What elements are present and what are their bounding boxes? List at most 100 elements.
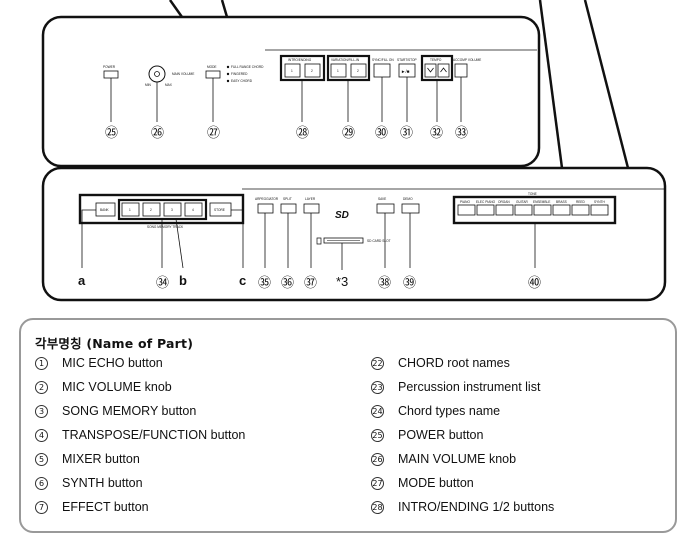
bank-button[interactable] bbox=[95, 202, 116, 217]
arpeggiator-label: ARPEGGIATOR bbox=[255, 197, 279, 201]
chevron-up-icon bbox=[440, 67, 447, 73]
song-memory-label: SONG MEMORY TRACK bbox=[147, 225, 184, 229]
sd-logo: SD bbox=[335, 210, 349, 221]
tone-brass-button[interactable] bbox=[552, 204, 571, 216]
callout-32: ㉜ bbox=[430, 125, 443, 140]
tone-synth-button[interactable] bbox=[590, 204, 609, 216]
demo-button[interactable] bbox=[401, 203, 420, 214]
tempo-down-button[interactable] bbox=[424, 63, 437, 78]
list-item: 26 MAIN VOLUME knob bbox=[371, 447, 554, 471]
variation-2-text: 2 bbox=[357, 69, 359, 73]
tempo-up-button[interactable] bbox=[437, 63, 450, 78]
power-label: POWER bbox=[103, 65, 116, 69]
mode-button[interactable] bbox=[205, 70, 221, 79]
split-button[interactable] bbox=[280, 203, 297, 214]
sync-button[interactable] bbox=[373, 63, 391, 78]
item-text: MODE button bbox=[398, 476, 474, 490]
intro-ending-group bbox=[279, 54, 326, 82]
layer-label: LAYER bbox=[305, 197, 316, 201]
item-text: EFFECT button bbox=[62, 500, 149, 514]
sd-card-slot-label: SD CARD SLOT bbox=[367, 239, 391, 243]
save-button[interactable] bbox=[376, 203, 395, 214]
track-buttons-group bbox=[117, 198, 208, 221]
store-label: STORE bbox=[214, 208, 225, 212]
top-panel: POWER ㉕ MAIN VOLUME MIN MAX ㉖ MODE FULL … bbox=[41, 15, 541, 168]
track-1-button[interactable] bbox=[121, 202, 140, 217]
item-text: MIC VOLUME knob bbox=[62, 380, 172, 394]
lock-icon bbox=[316, 237, 322, 245]
item-number: 3 bbox=[35, 404, 48, 418]
list-item: 1 MIC ECHO button bbox=[35, 351, 245, 375]
variation-1-button[interactable] bbox=[330, 63, 347, 78]
item-text: MAIN VOLUME knob bbox=[398, 452, 517, 466]
track-4-button[interactable] bbox=[184, 202, 203, 217]
callout-26: ㉖ bbox=[151, 125, 164, 140]
leader-lines bbox=[168, 0, 630, 169]
tone-guitar-label: GUITAR bbox=[516, 200, 529, 204]
main-volume-knob[interactable] bbox=[148, 65, 166, 83]
item-number: 26 bbox=[371, 452, 384, 466]
tone-ensemble-label: ENSEMBLE bbox=[533, 200, 550, 204]
track-2-button[interactable] bbox=[142, 202, 161, 217]
callout-33: ㉝ bbox=[455, 125, 468, 140]
arpeggiator-button[interactable] bbox=[257, 203, 274, 214]
mode-option-fingered: FINGERED bbox=[231, 72, 248, 76]
bank-label: BANK bbox=[100, 208, 110, 212]
mode-option-easy: EASY CHORD bbox=[231, 79, 253, 83]
track-4-text: 4 bbox=[192, 208, 194, 212]
callout-29: ㉙ bbox=[342, 125, 355, 140]
accomp-volume-button[interactable] bbox=[454, 63, 468, 78]
callout-34: ㉞ bbox=[156, 275, 169, 290]
variation-2-button[interactable] bbox=[350, 63, 367, 78]
tone-guitar-button[interactable] bbox=[514, 204, 533, 216]
star-note: *3 bbox=[336, 274, 348, 289]
tone-reed-label: REED bbox=[576, 200, 586, 204]
tone-piano-label: PIANO bbox=[460, 200, 470, 204]
letter-a: a bbox=[78, 273, 86, 288]
tone-ensemble-button[interactable] bbox=[533, 204, 552, 216]
track-3-button[interactable] bbox=[163, 202, 182, 217]
tone-organ-label: ORGAN bbox=[498, 200, 510, 204]
item-number: 5 bbox=[35, 452, 48, 466]
demo-label: DEMO bbox=[403, 197, 413, 201]
item-number: 28 bbox=[371, 500, 384, 514]
intro-ending-1-button[interactable] bbox=[284, 63, 301, 78]
track-1-text: 1 bbox=[129, 208, 131, 212]
item-text: SYNTH button bbox=[62, 476, 143, 490]
intro-ending-label: INTRO/ENDING bbox=[288, 58, 312, 62]
intro-2-text: 2 bbox=[311, 69, 313, 73]
list-item: 6 SYNTH button bbox=[35, 471, 245, 495]
item-text: MIC ECHO button bbox=[62, 356, 163, 370]
tone-reed-button[interactable] bbox=[571, 204, 590, 216]
callout-27: ㉗ bbox=[207, 125, 220, 140]
power-button[interactable] bbox=[103, 70, 119, 79]
callout-30: ㉚ bbox=[375, 125, 388, 140]
item-number: 27 bbox=[371, 476, 384, 490]
item-number: 6 bbox=[35, 476, 48, 490]
item-number: 7 bbox=[35, 500, 48, 514]
tone-elec-piano-button[interactable] bbox=[476, 204, 495, 216]
intro-ending-2-button[interactable] bbox=[304, 63, 321, 78]
letter-b: b bbox=[179, 273, 187, 288]
start-stop-label: START/STOP bbox=[397, 58, 417, 62]
item-number: 1 bbox=[35, 356, 48, 370]
tone-piano-button[interactable] bbox=[457, 204, 476, 216]
bottom-panel: SONG MEMORY TRACK BANK 1 2 3 4 STORE a ㉞… bbox=[41, 166, 667, 302]
intro-1-text: 1 bbox=[291, 69, 293, 73]
tone-organ-button[interactable] bbox=[495, 204, 514, 216]
main-volume-label: MAIN VOLUME bbox=[172, 72, 194, 76]
store-button[interactable] bbox=[209, 202, 232, 217]
item-text: SONG MEMORY button bbox=[62, 404, 197, 418]
tone-brass-label: BRASS bbox=[556, 200, 567, 204]
layer-button[interactable] bbox=[303, 203, 320, 214]
chevron-down-icon bbox=[427, 67, 434, 73]
list-item: 3 SONG MEMORY button bbox=[35, 399, 245, 423]
